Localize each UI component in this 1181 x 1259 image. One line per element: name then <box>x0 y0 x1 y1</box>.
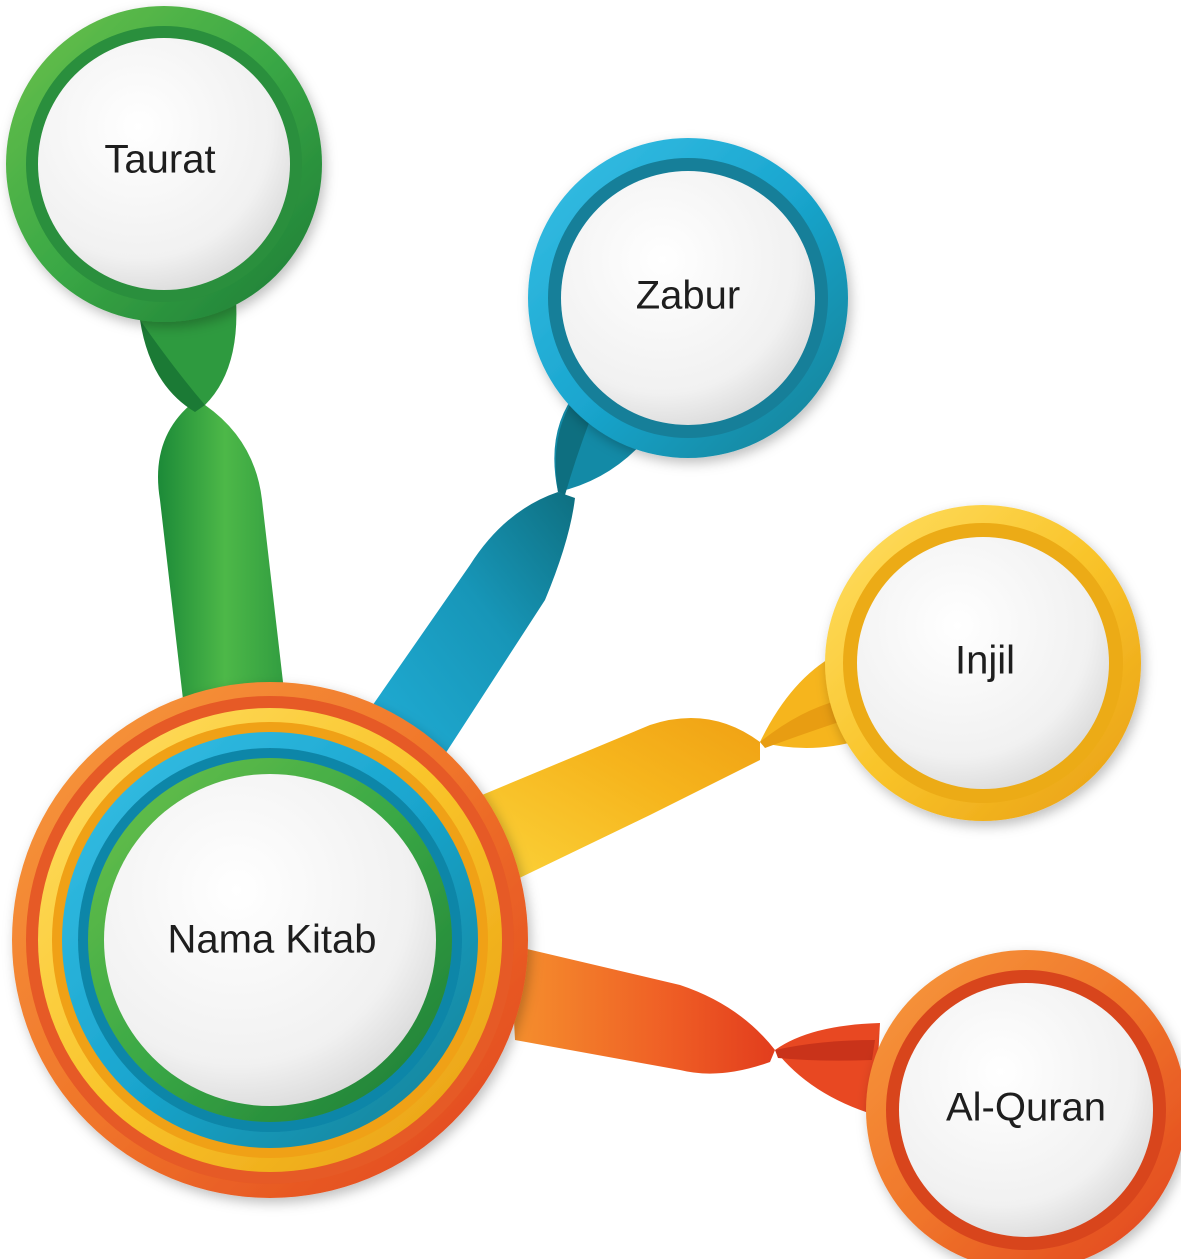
zabur-label: Zabur <box>636 274 741 318</box>
connector-taurat <box>140 300 292 760</box>
injil-label: Injil <box>955 639 1015 683</box>
connector-alquran <box>510 945 880 1115</box>
taurat-disc <box>38 38 290 290</box>
alquran-disc <box>899 983 1153 1237</box>
taurat-label: Taurat <box>104 138 215 182</box>
center-node <box>12 682 528 1198</box>
center-disc <box>104 774 436 1106</box>
alquran-label: Al-Quran <box>946 1086 1106 1130</box>
center-label: Nama Kitab <box>168 918 377 962</box>
node-taurat <box>6 6 322 322</box>
zabur-disc <box>561 171 815 425</box>
node-zabur <box>528 138 848 458</box>
node-alquran <box>866 950 1181 1259</box>
connector-injil <box>470 655 860 885</box>
node-injil <box>825 505 1141 821</box>
injil-disc <box>857 537 1109 789</box>
connector-zabur <box>345 390 645 785</box>
